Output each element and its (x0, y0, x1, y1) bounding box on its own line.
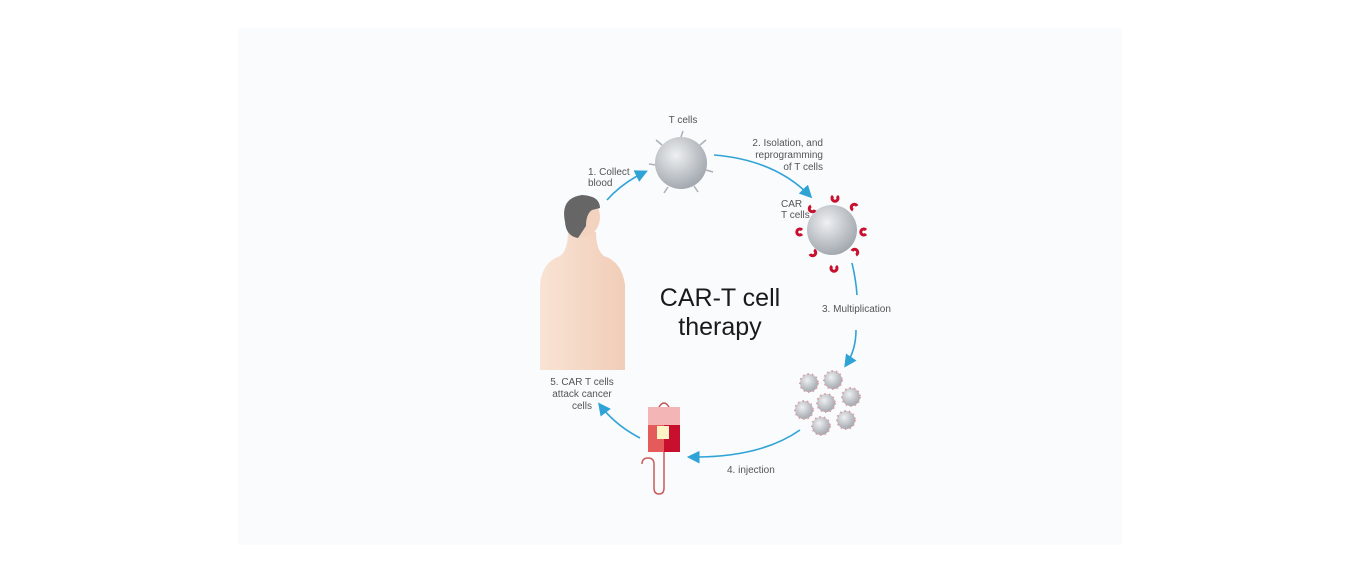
arrow-step5 (598, 402, 641, 439)
arrow-step1 (606, 170, 648, 201)
car-t-cell-icon (795, 194, 868, 273)
car-t-label-line2: T cells (781, 210, 810, 221)
step3-label: 3. Multiplication (822, 304, 891, 315)
diagram-background (238, 28, 1122, 545)
step4-label: 4. injection (727, 465, 775, 476)
t-cells-label: T cells (669, 115, 698, 126)
step1-label-line2: blood (588, 178, 612, 189)
multiplied-cells-icon (794, 370, 861, 436)
step5-label-line1: 5. CAR T cells (550, 377, 614, 388)
arrow-step2 (713, 154, 813, 199)
diagram-title-line1: CAR-T cell (660, 284, 780, 312)
diagram-title-line2: therapy (678, 313, 762, 341)
car-t-label-line1: CAR (781, 199, 802, 210)
t-cell-icon (648, 130, 714, 194)
step1-label-line1: 1. Collect (588, 167, 630, 178)
iv-bag-icon (641, 402, 680, 495)
step2-label-line2: reprogramming (755, 150, 823, 161)
arrow-step4 (686, 429, 801, 464)
step5-label-line2: attack cancer (552, 389, 612, 400)
step5-label-line3: cells (572, 401, 592, 412)
patient-figure (540, 195, 625, 370)
step2-label-line1: 2. Isolation, and (752, 138, 823, 149)
arrow-step3 (846, 262, 858, 365)
step2-label-line3: of T cells (783, 162, 823, 173)
